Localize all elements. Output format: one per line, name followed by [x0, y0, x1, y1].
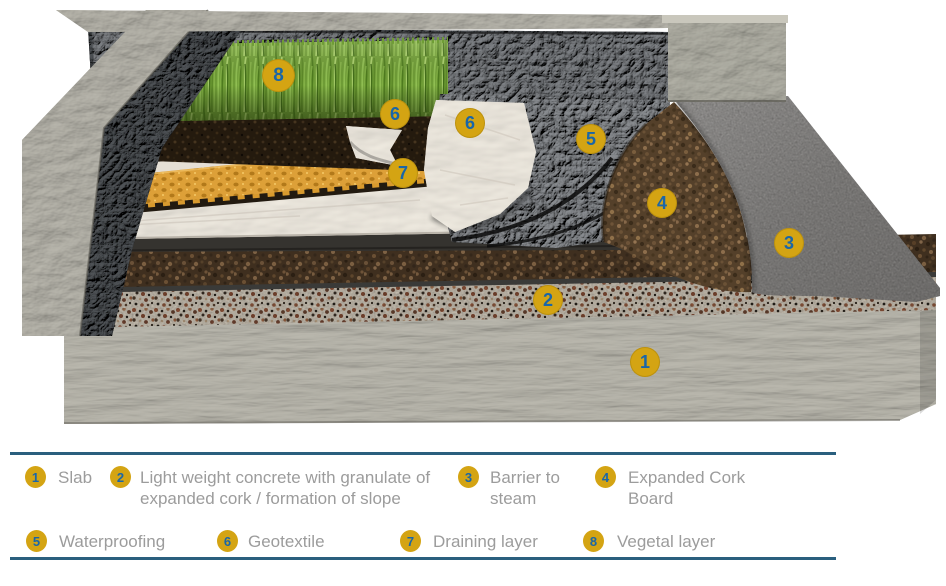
legend-label-waterproofing: Waterproofing: [59, 532, 166, 551]
legend-badge-2: 2: [110, 466, 131, 488]
legend-badge-6: 6: [217, 530, 238, 552]
legend-badge-7: 7: [400, 530, 421, 552]
legend-label-barrier-to-steam: Barrier to steam: [490, 468, 560, 508]
legend-label-expanded-cork-board: Expanded Cork Board: [628, 468, 746, 508]
legend-bottom-rule: [10, 557, 836, 560]
legend-badge-4: 4: [595, 466, 616, 488]
diagram-badge-6-left: 6: [380, 99, 410, 129]
diagram-badge-5: 5: [576, 124, 606, 154]
diagram-badge-2: 2: [533, 285, 563, 315]
diagram-badge-6-right: 6: [455, 108, 485, 138]
slab-layer: [63, 306, 936, 424]
roof-cross-section-illustration: [22, 9, 940, 424]
cork-board-surface: [601, 102, 752, 293]
legend-label-lightweight-concrete: Light weight concrete with granulate of …: [140, 468, 431, 508]
left-parapet-wall: [22, 9, 252, 337]
legend-badge-5: 5: [26, 530, 47, 552]
legend-top-rule: [10, 452, 836, 455]
diagram-badge-3: 3: [774, 228, 804, 258]
diagram-badge-7: 7: [388, 158, 418, 188]
rear-parapet-wall: [56, 10, 770, 32]
legend-label-vegetal-layer: Vegetal layer: [617, 532, 716, 551]
diagram-badge-8: 8: [262, 59, 295, 92]
diagram-badge-4: 4: [647, 188, 677, 218]
parapet-corner-block: [662, 15, 788, 102]
diagram-badge-1: 1: [630, 347, 660, 377]
geotextile-fold: [346, 126, 402, 166]
legend-badge-3: 3: [458, 466, 479, 488]
legend-badge-1: 1: [25, 466, 46, 488]
legend-label-slab: Slab: [58, 468, 93, 487]
legend-badge-8: 8: [583, 530, 604, 552]
geotextile-sheet: [424, 100, 536, 232]
legend-label-geotextile: Geotextile: [248, 532, 325, 551]
steam-barrier-surface: [674, 96, 940, 302]
legend-label-draining-layer: Draining layer: [433, 532, 538, 551]
